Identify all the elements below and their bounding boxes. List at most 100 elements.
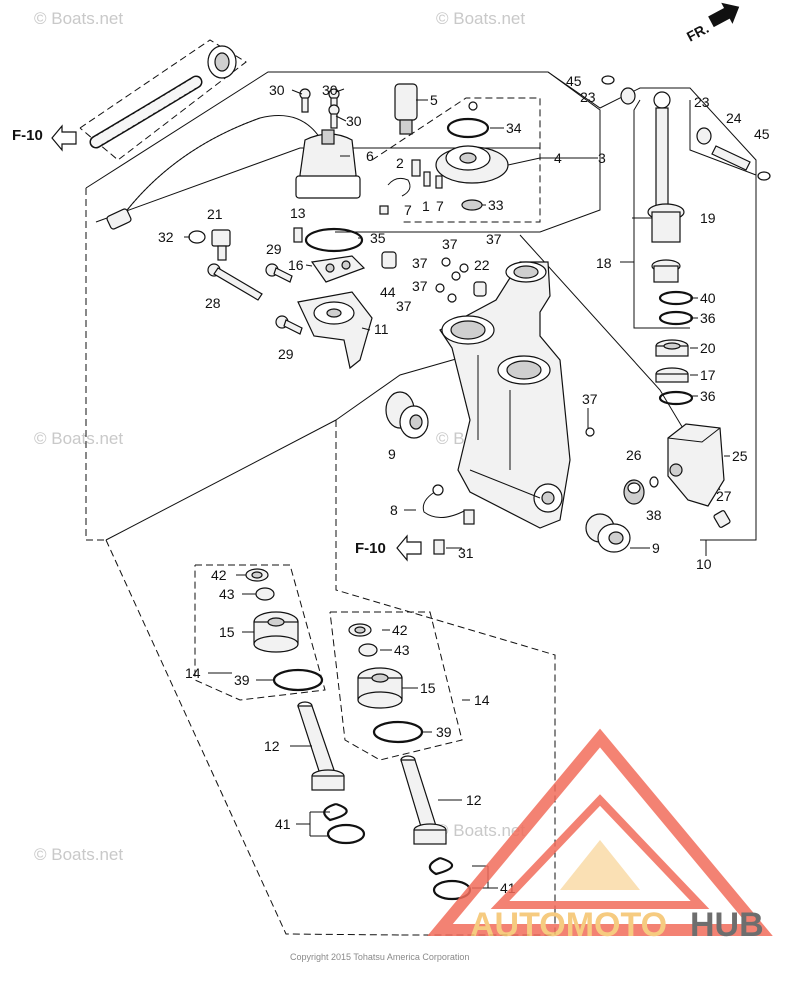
callout[interactable]: 25 [732,448,748,464]
callout[interactable]: 43 [394,642,410,658]
callout[interactable]: 17 [700,367,716,383]
callout[interactable]: 37 [486,231,502,247]
manifold-part[interactable] [297,291,373,370]
callout[interactable]: 37 [442,236,458,252]
callout[interactable]: 11 [374,321,389,337]
collar-part[interactable] [620,87,636,105]
ball-part[interactable] [585,427,595,437]
ref-f10-bottom[interactable]: F-10 [355,534,422,562]
valve-part[interactable] [713,510,731,528]
ball-part[interactable] [447,293,457,303]
callout[interactable]: 30 [346,113,362,129]
valve-plate-part[interactable] [310,255,366,283]
o-ring-part[interactable] [446,117,490,139]
callout[interactable]: 33 [488,197,504,213]
callout[interactable]: 45 [566,73,582,89]
gear-part[interactable] [623,479,645,505]
callout[interactable]: 37 [582,391,598,407]
ground-wire-part[interactable] [422,484,467,518]
callout[interactable]: 12 [264,738,280,754]
callout[interactable]: 39 [436,724,452,740]
callout[interactable]: 23 [580,89,596,105]
callout[interactable]: 14 [474,692,490,708]
callout[interactable]: 42 [211,567,227,583]
callout[interactable]: 45 [754,126,770,142]
reservoir-part[interactable] [667,423,725,507]
callout[interactable]: 40 [700,290,716,306]
callout[interactable]: 36 [700,310,716,326]
clip-part[interactable] [293,227,303,243]
callout[interactable]: 31 [458,545,474,561]
callout[interactable]: 37 [412,278,428,294]
washer-part[interactable] [757,171,771,181]
callout[interactable]: 4 [554,150,562,166]
ball-part[interactable] [435,283,445,293]
gasket-part[interactable] [304,227,364,253]
bolt-part[interactable] [275,315,303,335]
callout[interactable]: 2 [396,155,404,171]
callout[interactable]: 3 [598,150,606,166]
long-bolt-part[interactable] [207,263,263,301]
bushing-part[interactable] [585,513,631,553]
callout[interactable]: 10 [696,556,712,572]
snap-ring-part[interactable] [323,802,348,822]
washer-part[interactable] [358,643,378,657]
snap-ring-part[interactable] [326,823,366,845]
callout[interactable]: 30 [322,82,338,98]
o-ring-part[interactable] [272,668,324,692]
hose-part[interactable] [89,45,237,149]
seal-part[interactable] [655,339,689,357]
callout[interactable]: 34 [506,120,522,136]
fitting-part[interactable] [188,229,231,261]
callout[interactable]: 30 [269,82,285,98]
screw-part[interactable] [463,509,475,525]
callout[interactable]: 23 [694,94,710,110]
cap-part[interactable] [348,623,372,637]
o-ring-part[interactable] [658,390,694,406]
connector-part[interactable] [106,208,132,230]
screw-part[interactable] [433,539,445,555]
callout[interactable]: 8 [390,502,398,518]
callout[interactable]: 7 [404,202,412,218]
callout[interactable]: 42 [392,622,408,638]
callout[interactable]: 39 [234,672,250,688]
rod-part[interactable] [297,701,345,791]
callout[interactable]: 15 [219,624,235,640]
rod-part[interactable] [400,755,447,845]
bolt-part[interactable] [265,263,293,283]
callout[interactable]: 12 [466,792,482,808]
callout[interactable]: 15 [420,680,436,696]
callout[interactable]: 41 [275,816,291,832]
o-ring-part[interactable] [658,290,694,306]
ball-part[interactable] [451,271,461,281]
callout[interactable]: 35 [370,230,386,246]
callout[interactable]: 9 [652,540,660,556]
cap-part[interactable] [245,568,269,582]
piston-part[interactable] [357,667,403,709]
tilt-rod-part[interactable] [647,91,685,283]
bolt-part[interactable] [328,104,340,129]
washer-part[interactable] [255,587,275,601]
ref-f10-top[interactable]: F-10 [12,124,77,152]
callout[interactable]: 18 [596,255,612,271]
callout[interactable]: 43 [219,586,235,602]
callout[interactable]: 26 [626,447,642,463]
callout[interactable]: 21 [207,206,223,222]
plug-part[interactable] [381,251,397,269]
callout[interactable]: 7 [436,198,444,214]
callout[interactable]: 38 [646,507,662,523]
callout[interactable]: 29 [266,241,282,257]
callout[interactable]: 5 [430,92,438,108]
bushing-part[interactable] [385,391,429,439]
callout[interactable]: 24 [726,110,742,126]
pin-part[interactable] [711,145,751,171]
seal-part[interactable] [655,367,689,383]
ball-part[interactable] [459,263,469,273]
collar-part[interactable] [696,127,712,145]
callout[interactable]: 22 [474,257,490,273]
callout[interactable]: 19 [700,210,716,226]
washer-part[interactable] [601,75,615,85]
plug-part[interactable] [473,281,487,297]
bolt-part[interactable] [299,88,311,113]
callout[interactable]: 28 [205,295,221,311]
